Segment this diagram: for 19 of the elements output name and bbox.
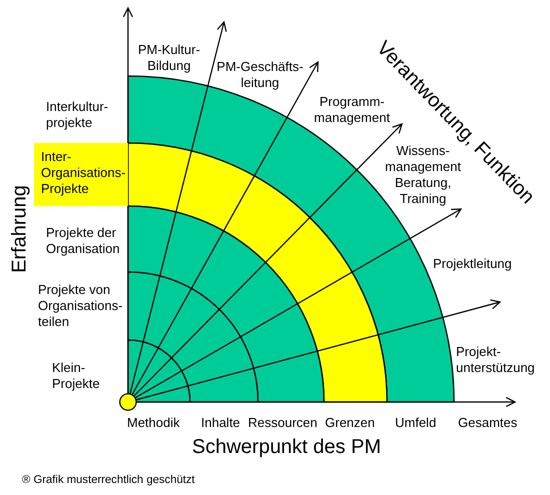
ring-label: Projekte von Organisations-teilen: [38, 282, 124, 330]
ray-label: Projektleitung: [433, 256, 512, 272]
ray-label: Wissens-management Beratung, Training: [385, 143, 461, 207]
axis-tick-label: Inhalte: [201, 414, 240, 430]
axis-tick-label: Ressourcen: [248, 414, 318, 430]
axis-tick-label: Gesamtes: [458, 414, 518, 430]
axis-tick-label: Umfeld: [395, 414, 436, 430]
ray-label: PM-Kultur-Bildung: [136, 42, 202, 74]
axis-tick-label: Methodik: [127, 414, 180, 430]
ring-label: Interkultur-projekte: [46, 99, 110, 131]
axis-title: Erfahrung: [8, 185, 32, 273]
ray-label: PM-Geschäfts-leitung: [216, 58, 304, 90]
ray-label: Projekt-unterstützung: [456, 344, 536, 376]
copyright-note: ® Grafik musterrechtlich geschützt: [22, 474, 195, 487]
ring-label: Klein-Projekte: [52, 360, 101, 392]
ring-label: Projekte der Organisation: [46, 225, 121, 257]
axis-tick-label: Grenzen: [325, 414, 375, 430]
highlight-tab: Inter-Organisations-Projekte: [34, 143, 128, 206]
axis-title: Schwerpunkt des PM: [192, 436, 381, 459]
